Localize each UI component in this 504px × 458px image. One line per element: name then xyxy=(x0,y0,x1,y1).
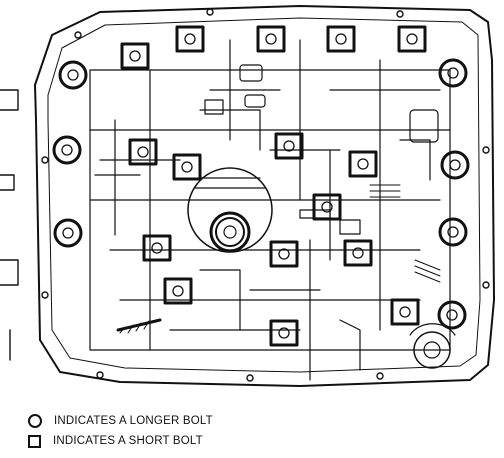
longer-bolt xyxy=(52,135,82,165)
longer-bolt xyxy=(440,150,470,180)
legend-short-bolt: INDICATES A SHORT BOLT xyxy=(28,432,203,450)
short-bolt xyxy=(175,25,205,53)
short-bolt xyxy=(274,132,304,160)
short-bolt xyxy=(269,240,299,268)
short-bolt xyxy=(343,239,373,267)
longer-bolt xyxy=(53,218,83,248)
short-bolt xyxy=(269,319,299,347)
longer-bolt xyxy=(209,211,251,253)
short-bolt xyxy=(348,150,378,178)
longer-bolt xyxy=(437,300,467,330)
legend-longer-bolt: INDICATES A LONGER BOLT xyxy=(28,412,213,430)
legend-short-bolt-text: INDICATES A SHORT BOLT xyxy=(53,435,203,447)
short-bolt xyxy=(163,277,193,305)
short-bolt xyxy=(397,25,427,53)
short-bolt-markers xyxy=(120,25,427,347)
longer-bolt-markers xyxy=(52,58,470,330)
circle-symbol-icon xyxy=(28,414,42,428)
longer-bolt xyxy=(438,58,468,88)
short-bolt xyxy=(128,138,158,166)
legend-longer-bolt-text: INDICATES A LONGER BOLT xyxy=(54,415,213,427)
short-bolt xyxy=(120,42,150,70)
short-bolt xyxy=(326,25,356,53)
short-bolt xyxy=(312,193,342,221)
housing-outline xyxy=(0,5,495,387)
square-symbol-icon xyxy=(28,434,41,448)
valve-body-diagram xyxy=(0,5,495,387)
longer-bolt xyxy=(58,60,88,90)
short-bolt xyxy=(256,25,286,53)
longer-bolt xyxy=(438,217,468,247)
short-bolt xyxy=(172,153,202,181)
short-bolt xyxy=(142,234,172,262)
short-bolt xyxy=(390,298,420,326)
